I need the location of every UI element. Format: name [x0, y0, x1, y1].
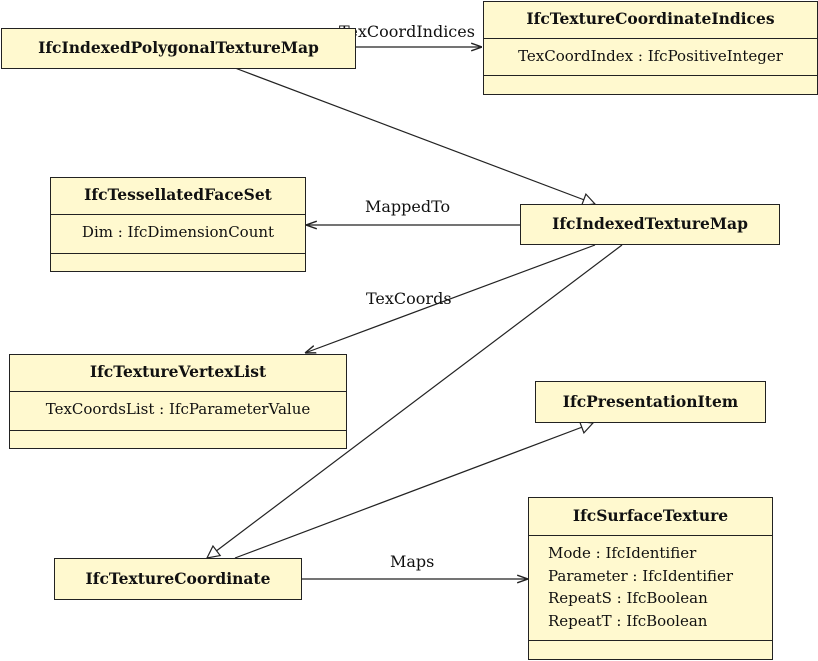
- mappedto-label: MappedTo: [365, 197, 451, 216]
- operation-compartment: [10, 430, 346, 431]
- texcoords-association: [305, 244, 596, 353]
- texcoord-to-presentation-generalization: [234, 423, 593, 559]
- indexed-to-texcoord-generalization: [207, 244, 623, 558]
- attribute-compartment: TexCoordIndex : IfcPositiveInteger: [484, 38, 817, 75]
- class-name: IfcIndexedTextureMap: [552, 214, 748, 233]
- attribute: RepeatS : IfcBoolean: [548, 589, 708, 607]
- class-ifc-texture-vertex-list[interactable]: IfcTextureVertexList TexCoordsList : Ifc…: [9, 354, 347, 449]
- class-ifc-presentation-item[interactable]: IfcPresentationItem: [535, 381, 766, 423]
- class-name: IfcIndexedPolygonalTextureMap: [38, 38, 319, 57]
- operation-compartment: [484, 75, 817, 76]
- attribute: Mode : IfcIdentifier: [548, 544, 697, 562]
- attribute: Dim : IfcDimensionCount: [81, 223, 275, 241]
- class-ifc-tessellated-face-set[interactable]: IfcTessellatedFaceSet Dim : IfcDimension…: [50, 177, 306, 272]
- operation-compartment: [51, 253, 305, 254]
- texcoordindices-label: TexCoordIndices: [339, 22, 475, 41]
- class-name: IfcTextureVertexList: [89, 362, 267, 381]
- attribute: TexCoordsList : IfcParameterValue: [45, 400, 311, 418]
- class-name: IfcPresentationItem: [562, 392, 739, 411]
- class-name: IfcSurfaceTexture: [572, 506, 729, 525]
- texcoords-label: TexCoords: [366, 289, 452, 308]
- class-ifc-texture-coordinate-indices[interactable]: IfcTextureCoordinateIndices TexCoordInde…: [483, 1, 818, 95]
- class-ifc-surface-texture[interactable]: IfcSurfaceTexture Mode : IfcIdentifier P…: [528, 497, 773, 660]
- class-ifc-indexed-polygonal-texture-map[interactable]: IfcIndexedPolygonalTextureMap: [1, 28, 356, 69]
- attribute: TexCoordIndex : IfcPositiveInteger: [518, 47, 783, 65]
- class-ifc-indexed-texture-map[interactable]: IfcIndexedTextureMap: [520, 204, 780, 245]
- attribute: RepeatT : IfcBoolean: [548, 611, 708, 630]
- class-name: IfcTextureCoordinate: [85, 569, 271, 588]
- attribute-compartment: Dim : IfcDimensionCount: [51, 214, 305, 253]
- attribute-compartment: TexCoordsList : IfcParameterValue: [10, 391, 346, 430]
- class-name: IfcTextureCoordinateIndices: [526, 9, 775, 28]
- attribute-compartment: Mode : IfcIdentifier Parameter : IfcIden…: [529, 535, 772, 640]
- class-ifc-texture-coordinate[interactable]: IfcTextureCoordinate: [54, 558, 302, 600]
- class-name: IfcTessellatedFaceSet: [84, 185, 272, 204]
- maps-label: Maps: [390, 552, 435, 571]
- attribute: Parameter : IfcIdentifier: [548, 566, 734, 585]
- operation-compartment: [529, 640, 772, 641]
- polygonal-to-indexed-generalization: [234, 67, 595, 204]
